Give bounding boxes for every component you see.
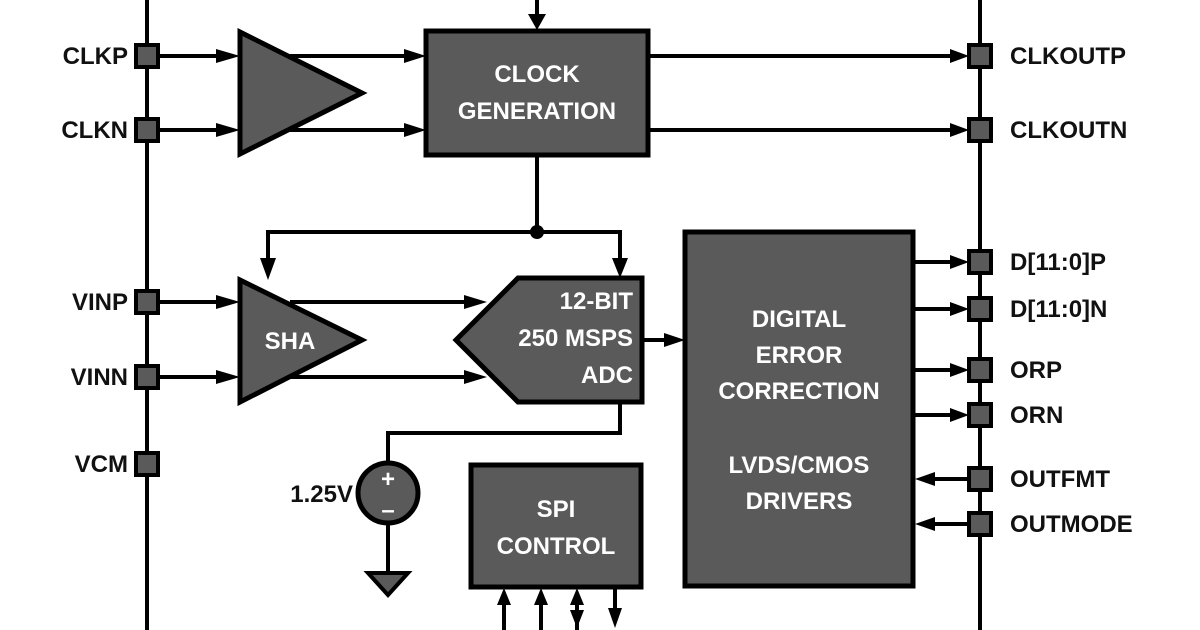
arrow-icon: [260, 258, 276, 280]
pin-label-outmode: OUTMODE: [1010, 511, 1133, 538]
clock-gen-label-2: GENERATION: [458, 98, 616, 125]
pin-label-d-p: D[11:0]P: [1010, 249, 1106, 276]
pin-label-d-n: D[11:0]N: [1010, 296, 1107, 323]
reference-voltage-label: 1.25V: [290, 481, 353, 508]
reference-wire: [386, 402, 622, 465]
arrow-icon: [534, 588, 548, 605]
pin-label-clkp: CLKP: [63, 43, 128, 70]
pin-clkn: [134, 117, 160, 143]
spi-control-block: [468, 462, 644, 590]
pin-clkoutn: [967, 117, 993, 143]
digital-label-3: CORRECTION: [718, 378, 879, 405]
pin-clkoutp: [967, 43, 993, 69]
top-arrow-icon: [528, 14, 546, 30]
spi-label-2: CONTROL: [497, 533, 616, 560]
arrow-icon: [570, 588, 584, 605]
pin-clkp: [134, 43, 160, 69]
pin-vcm: [134, 451, 160, 477]
pin-vinn: [134, 364, 160, 390]
pin-label-vinp: VINP: [72, 289, 128, 316]
arrow-icon: [216, 123, 240, 137]
clock-branch-wire: [266, 230, 622, 262]
arrow-icon: [950, 363, 969, 377]
arrow-icon: [464, 295, 487, 309]
arrow-icon: [612, 258, 628, 278]
digital-label-2: ERROR: [756, 342, 843, 369]
digital-label-5: LVDS/CMOS: [729, 452, 870, 479]
pin-label-vinn: VINN: [71, 364, 128, 391]
adc-label-1: 12-BIT: [560, 288, 634, 315]
arrow-icon: [915, 517, 935, 531]
pin-label-outfmt: OUTFMT: [1010, 466, 1110, 493]
pin-orp: [967, 357, 993, 383]
pin-label-clkn: CLKN: [61, 117, 128, 144]
clock-generation-block: [423, 28, 651, 158]
pin-label-clkoutp: CLKOUTP: [1010, 43, 1126, 70]
arrow-icon: [216, 295, 240, 309]
pin-d-p: [967, 249, 993, 275]
pin-outmode: [967, 511, 993, 537]
sha-triangle: [237, 275, 368, 407]
arrow-icon: [570, 610, 584, 628]
clock-gen-label-1: CLOCK: [494, 61, 580, 88]
arrow-icon: [404, 49, 426, 63]
sha-label: SHA: [265, 328, 316, 355]
adc-block: [452, 275, 645, 405]
digital-label-6: DRIVERS: [746, 488, 853, 515]
pin-outfmt: [967, 466, 993, 492]
arrow-icon: [915, 472, 935, 486]
arrow-icon: [608, 608, 622, 628]
pin-orn: [967, 402, 993, 428]
arrow-icon: [497, 588, 511, 605]
arrow-icon: [216, 370, 240, 384]
arrow-icon: [664, 333, 685, 347]
arrow-icon: [950, 123, 969, 137]
ground-icon: [363, 571, 413, 598]
arrow-icon: [404, 123, 426, 137]
voltage-minus: –: [381, 497, 394, 524]
pin-d-n: [967, 296, 993, 322]
arrow-icon: [950, 302, 969, 316]
arrow-icon: [950, 49, 969, 63]
pin-label-vcm: VCM: [75, 451, 128, 478]
arrow-icon: [950, 408, 969, 422]
pin-vinp: [134, 289, 160, 315]
digital-label-1: DIGITAL: [752, 306, 846, 333]
pin-label-clkoutn: CLKOUTN: [1010, 117, 1127, 144]
adc-label-2: 250 MSPS: [518, 325, 633, 352]
adc-label-3: ADC: [581, 362, 633, 389]
voltage-plus: +: [381, 466, 395, 493]
arrow-icon: [464, 370, 487, 384]
pin-label-orn: ORN: [1010, 402, 1063, 429]
spi-label-1: SPI: [537, 496, 576, 523]
clock-buffer-triangle: [237, 27, 368, 159]
pin-label-orp: ORP: [1010, 357, 1062, 384]
digital-error-correction-block: [682, 229, 916, 589]
arrow-icon: [950, 255, 969, 269]
arrow-icon: [216, 49, 240, 63]
